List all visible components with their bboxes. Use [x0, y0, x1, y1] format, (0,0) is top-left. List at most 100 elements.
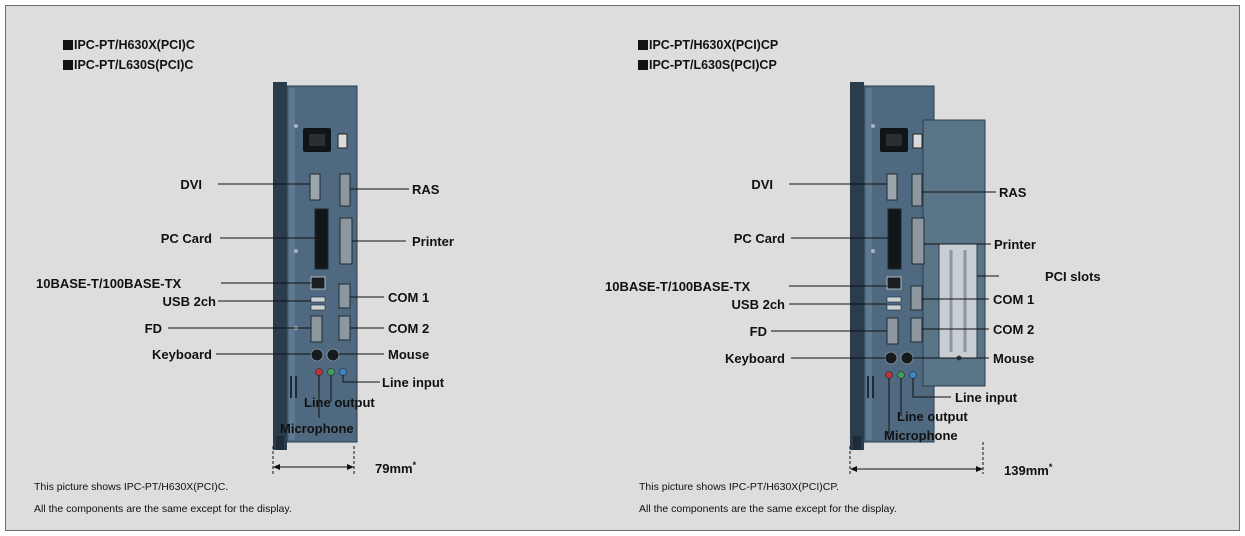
label-microphone: Microphone	[884, 428, 958, 443]
body-highlight	[866, 88, 872, 440]
com2-port	[338, 315, 351, 341]
label-com2: COM 2	[388, 321, 430, 336]
dimension-depth: 139mm*	[1004, 462, 1053, 478]
label-lan: 10BASE-T/100BASE-TX	[605, 279, 751, 294]
power-switch	[912, 133, 923, 149]
model-title-2: IPC-PT/L630S(PCI)C	[63, 58, 193, 72]
line-input-jack	[909, 371, 917, 379]
dimension-arrow	[976, 466, 983, 472]
fd-port	[310, 315, 323, 343]
screw	[294, 124, 298, 128]
label-line-output: Line output	[897, 409, 968, 424]
caption-line-1: This picture shows IPC-PT/H630X(PCI)C.	[34, 481, 229, 493]
pci-slot-bracket	[938, 243, 978, 359]
usb-port	[886, 304, 902, 311]
printer-port	[339, 217, 353, 265]
model-title-2: IPC-PT/L630S(PCI)CP	[638, 58, 777, 72]
mouse-port	[900, 351, 914, 365]
bezel-foot	[853, 436, 861, 450]
lan-port	[886, 276, 902, 290]
device-rear-view	[168, 82, 409, 474]
dimension-arrow	[850, 466, 857, 472]
label-fd: FD	[749, 324, 767, 339]
bullet-square-icon	[638, 60, 648, 70]
keyboard-port	[884, 351, 898, 365]
vent-slot	[872, 376, 874, 398]
microphone-jack	[885, 371, 893, 379]
label-printer: Printer	[994, 237, 1036, 252]
label-dvi: DVI	[180, 177, 202, 192]
label-lan: 10BASE-T/100BASE-TX	[36, 276, 182, 291]
label-keyboard: Keyboard	[152, 347, 212, 362]
keyboard-port	[310, 348, 324, 362]
label-microphone: Microphone	[280, 421, 354, 436]
microphone-jack	[315, 368, 323, 376]
pc-card-slot	[887, 208, 902, 270]
front-bezel	[850, 82, 864, 450]
label-com2: COM 2	[993, 322, 1035, 337]
panel-standard-model: IPC-PT/H630X(PCI)C IPC-PT/L630S(PCI)C	[6, 6, 622, 530]
lan-port	[310, 276, 326, 290]
bullet-square-icon	[63, 60, 73, 70]
power-switch	[337, 133, 348, 149]
dimension-depth: 79mm*	[375, 460, 417, 476]
label-line-output: Line output	[304, 395, 375, 410]
label-ras: RAS	[412, 182, 440, 197]
label-pci-slots: PCI slots	[1045, 269, 1101, 284]
power-inlet-socket	[309, 134, 325, 146]
label-pc-card: PC Card	[733, 231, 785, 246]
model-title-1: IPC-PT/H630X(PCI)C	[63, 38, 195, 52]
dvi-port	[309, 173, 321, 201]
screw	[871, 249, 875, 253]
line-output-jack	[897, 371, 905, 379]
line-input-jack	[339, 368, 347, 376]
front-bezel	[273, 82, 287, 450]
bullet-square-icon	[638, 40, 648, 50]
footnote-mark: *	[412, 460, 417, 470]
dimension-arrow	[347, 464, 354, 470]
usb-port	[886, 296, 902, 303]
panel-pci-model: IPC-PT/H630X(PCI)CP IPC-PT/L630S(PCI)CP	[603, 6, 1219, 530]
pc-card-slot	[314, 208, 329, 270]
printer-port	[911, 217, 925, 265]
label-usb: USB 2ch	[731, 297, 785, 312]
label-com1: COM 1	[388, 290, 430, 305]
label-ras: RAS	[999, 185, 1027, 200]
vent-slot	[290, 376, 292, 398]
dvi-port	[886, 173, 898, 201]
label-usb: USB 2ch	[162, 294, 216, 309]
power-inlet-socket	[886, 134, 902, 146]
model-title-1: IPC-PT/H630X(PCI)CP	[638, 38, 778, 52]
leader-line-line-input	[342, 375, 380, 383]
label-mouse: Mouse	[993, 351, 1035, 366]
label-dvi: DVI	[751, 177, 773, 192]
label-keyboard: Keyboard	[725, 351, 785, 366]
label-line-input: Line input	[382, 375, 445, 390]
footnote-mark: *	[1048, 462, 1053, 472]
vent-slot	[867, 376, 869, 398]
spec-figure: IPC-PT/H630X(PCI)C IPC-PT/L630S(PCI)C	[5, 5, 1240, 531]
body-highlight	[289, 88, 295, 440]
screw	[294, 249, 298, 253]
bezel-foot	[276, 436, 284, 450]
label-pc-card: PC Card	[160, 231, 212, 246]
usb-port	[310, 304, 326, 311]
com1-port	[910, 285, 923, 311]
mouse-port	[326, 348, 340, 362]
label-fd: FD	[144, 321, 162, 336]
dimension-arrow	[273, 464, 280, 470]
label-line-input: Line input	[955, 390, 1018, 405]
ras-port	[339, 173, 351, 207]
com2-port	[910, 317, 923, 343]
screw	[871, 124, 875, 128]
caption-line-2: All the components are the same except f…	[34, 503, 292, 515]
ras-port	[911, 173, 923, 207]
caption-line-1: This picture shows IPC-PT/H630X(PCI)CP.	[639, 481, 839, 493]
line-output-jack	[327, 368, 335, 376]
bullet-square-icon	[63, 40, 73, 50]
fd-port	[886, 317, 899, 345]
leader-line-line-input	[912, 378, 951, 398]
device-rear-view	[771, 82, 999, 474]
label-printer: Printer	[412, 234, 454, 249]
com1-port	[338, 283, 351, 309]
